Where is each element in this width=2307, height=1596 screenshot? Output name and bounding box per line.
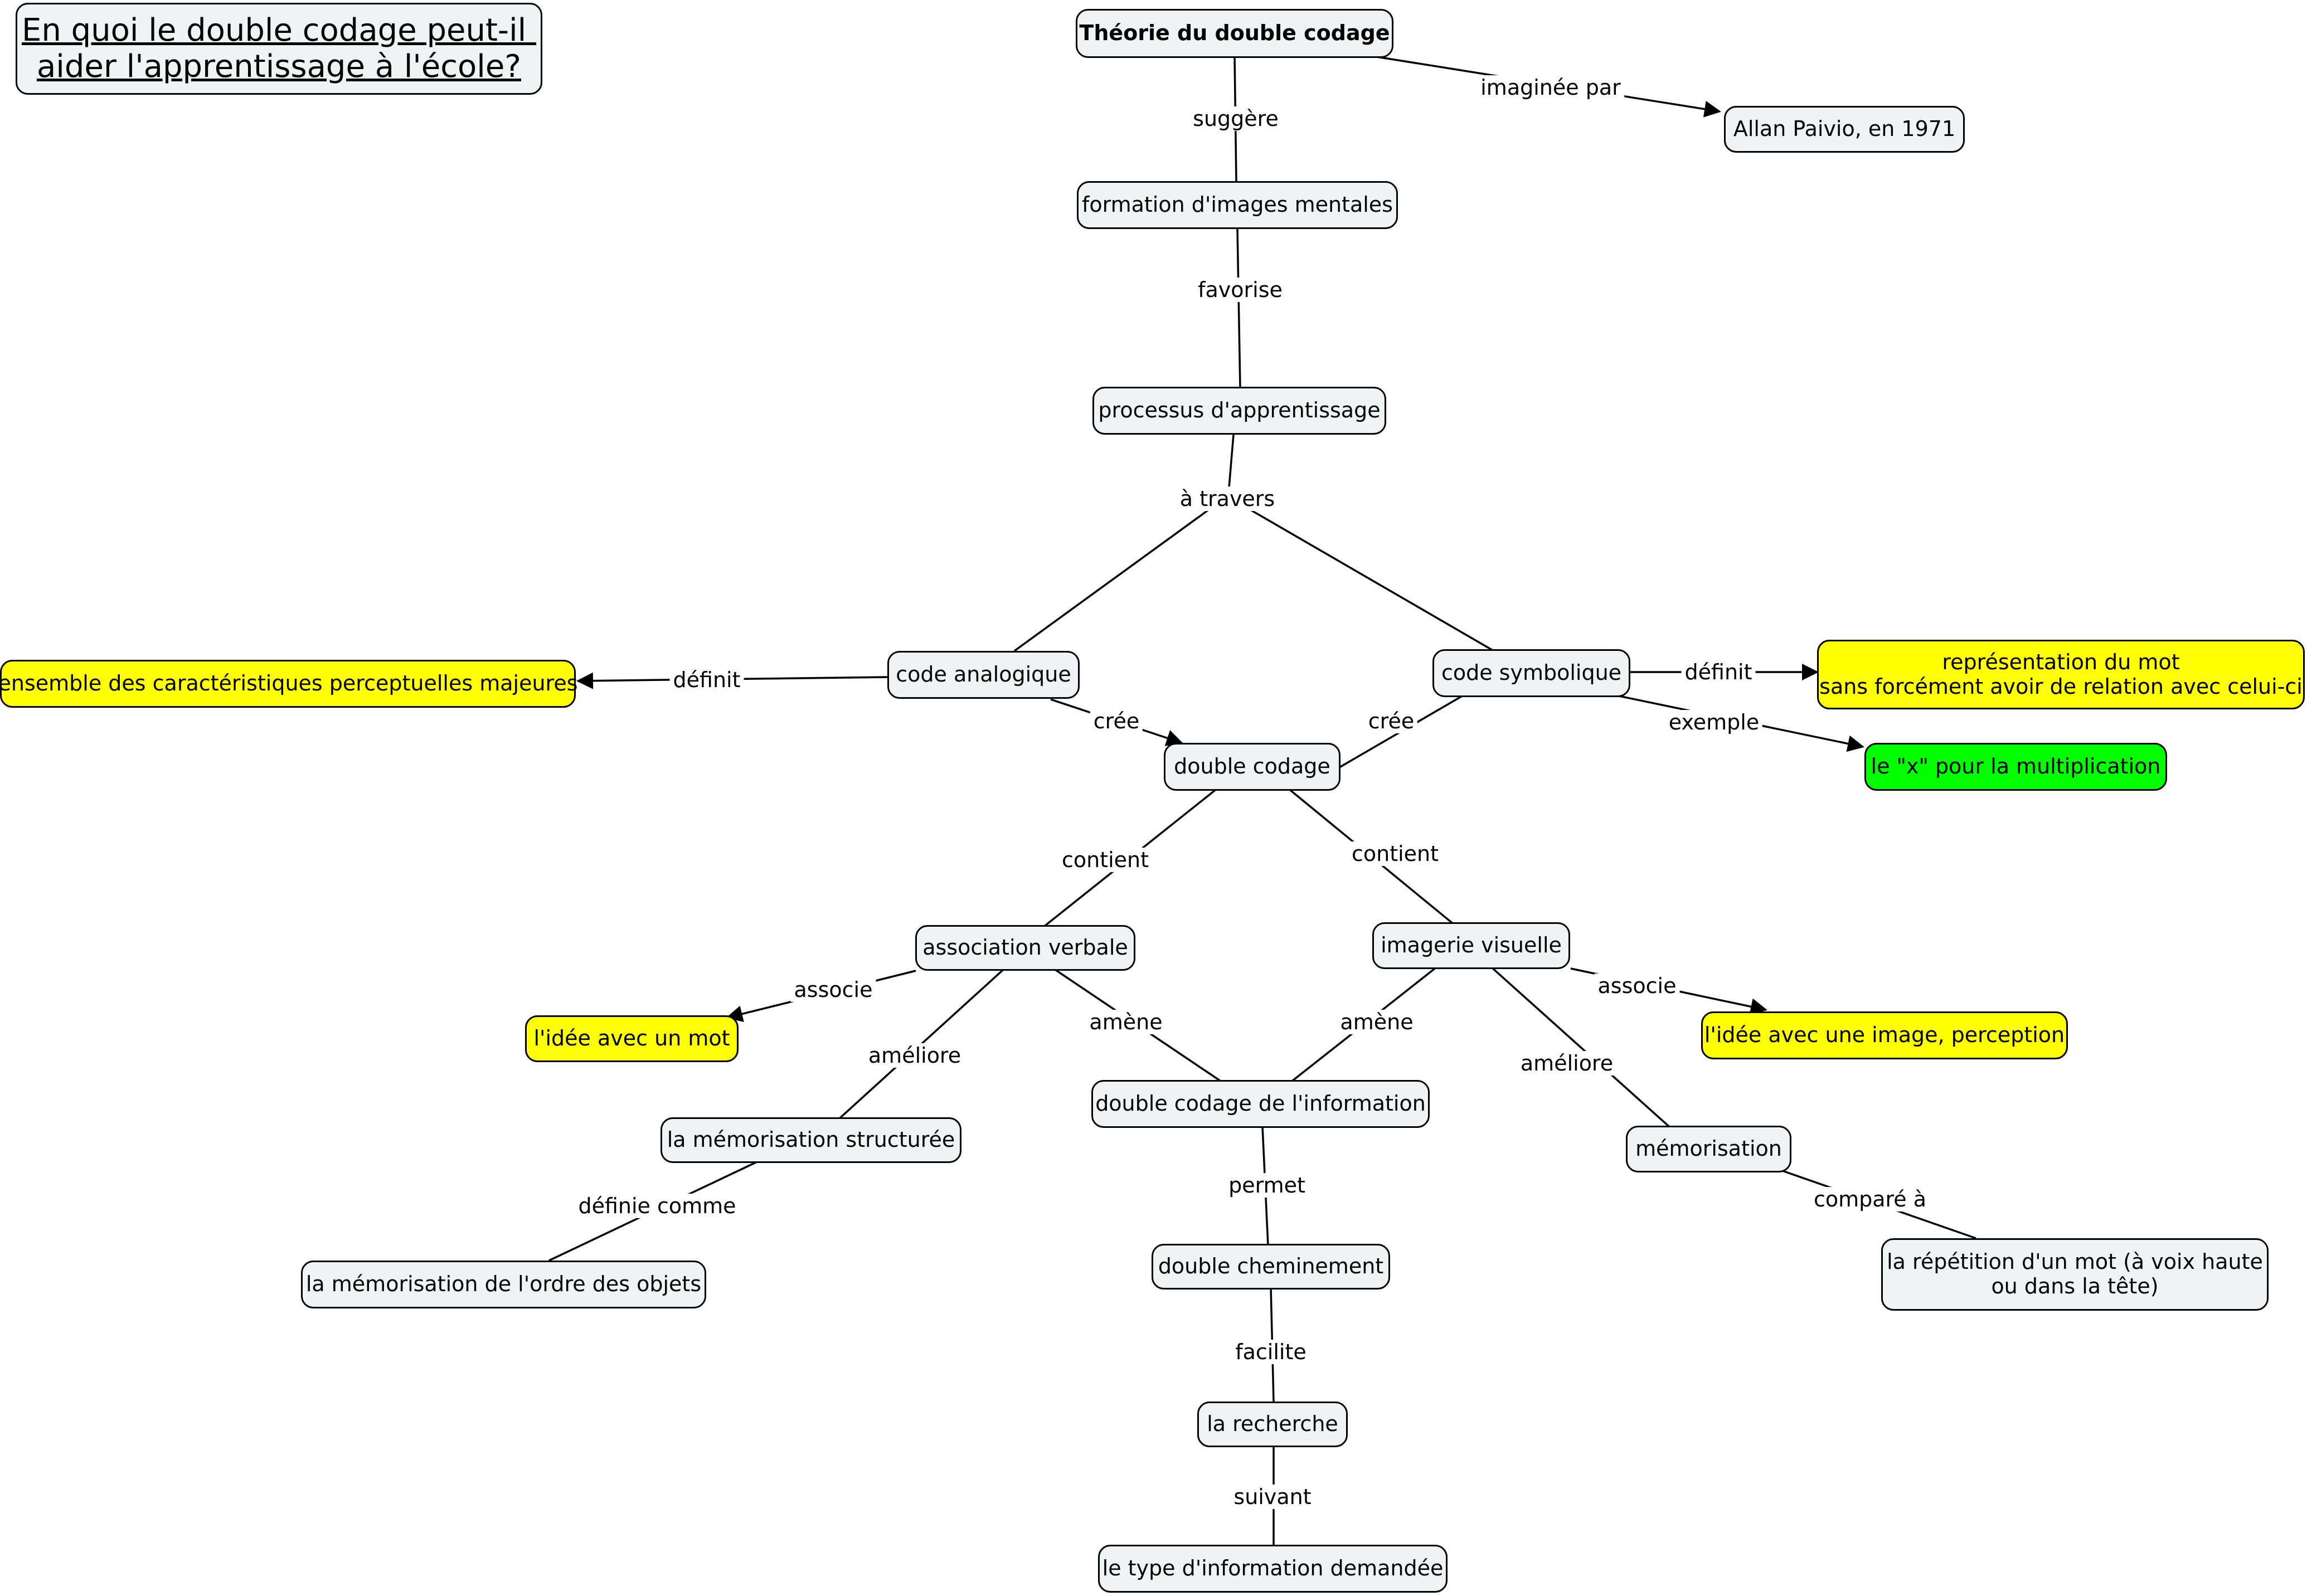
link-ameliore-right[interactable]: améliore: [1517, 1051, 1617, 1076]
link-definit-left[interactable]: définit: [669, 668, 744, 692]
concept-idee-image[interactable]: l'idée avec une image, perception: [1701, 1011, 2068, 1059]
concept-images-mentales[interactable]: formation d'images mentales: [1077, 181, 1398, 229]
concept-code-analogique[interactable]: code analogique: [887, 651, 1080, 699]
concept-processus[interactable]: processus d'apprentissage: [1092, 387, 1386, 435]
concept-representation[interactable]: représentation du mot sans forcément avo…: [1817, 640, 2305, 709]
link-definie-comme[interactable]: définie comme: [575, 1194, 740, 1218]
link-exemple[interactable]: exemple: [1665, 710, 1763, 734]
link-suivant[interactable]: suivant: [1230, 1485, 1315, 1509]
concept-type-info[interactable]: le type d'information demandée: [1098, 1545, 1448, 1593]
page-title-text: En quoi le double codage peut-il aider l…: [21, 12, 527, 85]
link-associe-left[interactable]: associe: [790, 977, 876, 1002]
concept-association-verbale[interactable]: association verbale: [915, 925, 1135, 971]
concept-code-symbolique[interactable]: code symbolique: [1432, 649, 1630, 697]
link-suggere[interactable]: suggère: [1189, 106, 1282, 131]
link-compare-a[interactable]: comparé à: [1810, 1187, 1930, 1211]
edge-ameliore-right: [1490, 966, 1670, 1128]
link-amene-right[interactable]: amène: [1337, 1010, 1417, 1034]
edge-a-travers-left: [1013, 506, 1213, 652]
link-favorise[interactable]: favorise: [1194, 278, 1286, 302]
concept-memorisation[interactable]: mémorisation: [1626, 1126, 1791, 1172]
concept-memorisation-structuree[interactable]: la mémorisation structurée: [660, 1117, 961, 1163]
link-facilite[interactable]: facilite: [1232, 1340, 1310, 1364]
concept-repetition[interactable]: la répétition d'un mot (à voix haute ou …: [1881, 1238, 2269, 1311]
link-ameliore-left[interactable]: améliore: [864, 1043, 965, 1068]
concept-ensemble[interactable]: ensemble des caractéristiques perceptuel…: [0, 660, 578, 708]
link-permet[interactable]: permet: [1225, 1173, 1309, 1198]
concept-imagerie-visuelle[interactable]: imagerie visuelle: [1372, 922, 1570, 969]
concept-double-codage[interactable]: double codage: [1164, 743, 1341, 791]
link-a-travers[interactable]: à travers: [1176, 486, 1279, 511]
link-imaginee-par[interactable]: imaginée par: [1477, 75, 1624, 100]
link-contient-left[interactable]: contient: [1058, 848, 1153, 872]
link-amene-left[interactable]: amène: [1086, 1010, 1166, 1034]
concept-x-multiplication[interactable]: le "x" pour la multiplication: [1864, 743, 2167, 791]
concept-double-codage-info[interactable]: double codage de l'information: [1091, 1080, 1430, 1128]
concept-theorie[interactable]: Théorie du double codage: [1076, 9, 1393, 58]
link-definit-right[interactable]: définit: [1681, 660, 1756, 684]
concept-memorisation-ordre[interactable]: la mémorisation de l'ordre des objets: [301, 1261, 706, 1308]
edge-a-travers-right: [1245, 506, 1494, 652]
concept-double-cheminement[interactable]: double cheminement: [1152, 1244, 1390, 1290]
link-associe-right[interactable]: associe: [1594, 974, 1680, 998]
link-cree-left[interactable]: crée: [1090, 709, 1143, 733]
link-cree-right[interactable]: crée: [1364, 709, 1418, 733]
page-title: En quoi le double codage peut-il aider l…: [16, 3, 542, 95]
concept-recherche[interactable]: la recherche: [1197, 1402, 1348, 1447]
edge-a-travers: [1228, 434, 1235, 488]
link-contient-right[interactable]: contient: [1348, 841, 1443, 866]
edge-favorise: [1236, 228, 1241, 388]
concept-idee-mot[interactable]: l'idée avec un mot: [525, 1015, 739, 1062]
concept-paivio[interactable]: Allan Paivio, en 1971: [1724, 106, 1965, 153]
